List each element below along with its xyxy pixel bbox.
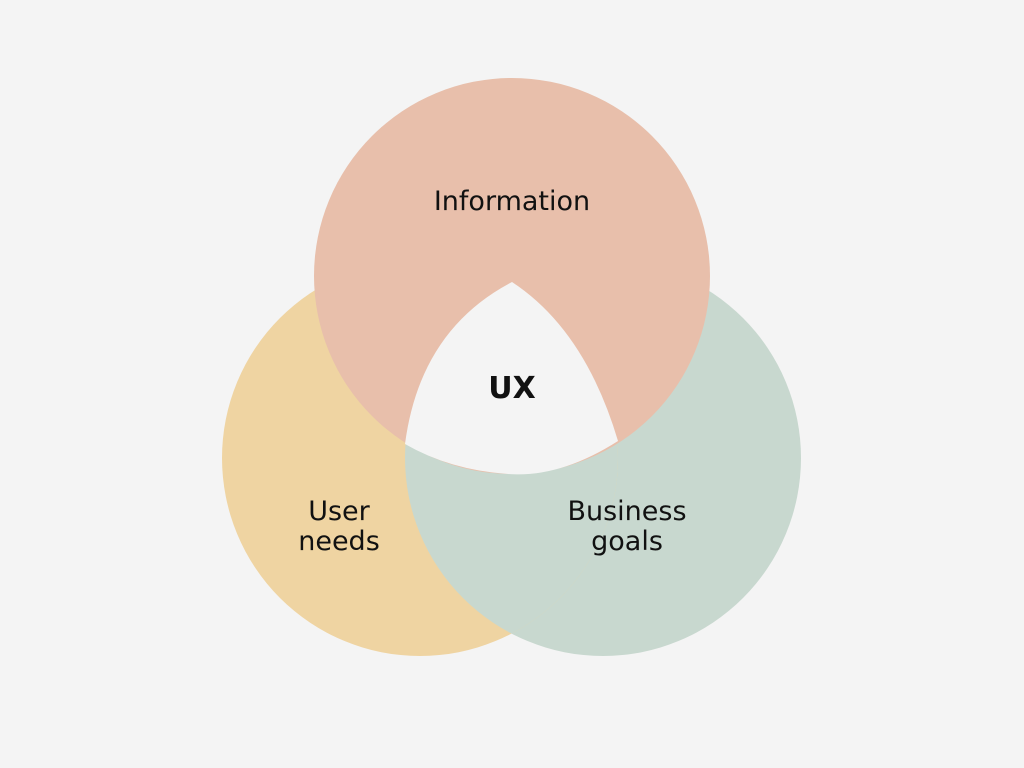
center-region xyxy=(405,282,618,475)
label-business-goals-line1: Business xyxy=(567,496,686,527)
circle-information xyxy=(314,78,710,474)
label-center-ux: UX xyxy=(488,371,536,406)
label-business-goals-line2: goals xyxy=(591,526,663,557)
label-user-needs-line2: needs xyxy=(298,526,380,557)
label-information: Information xyxy=(434,186,590,217)
label-user-needs-line1: User xyxy=(308,496,370,527)
